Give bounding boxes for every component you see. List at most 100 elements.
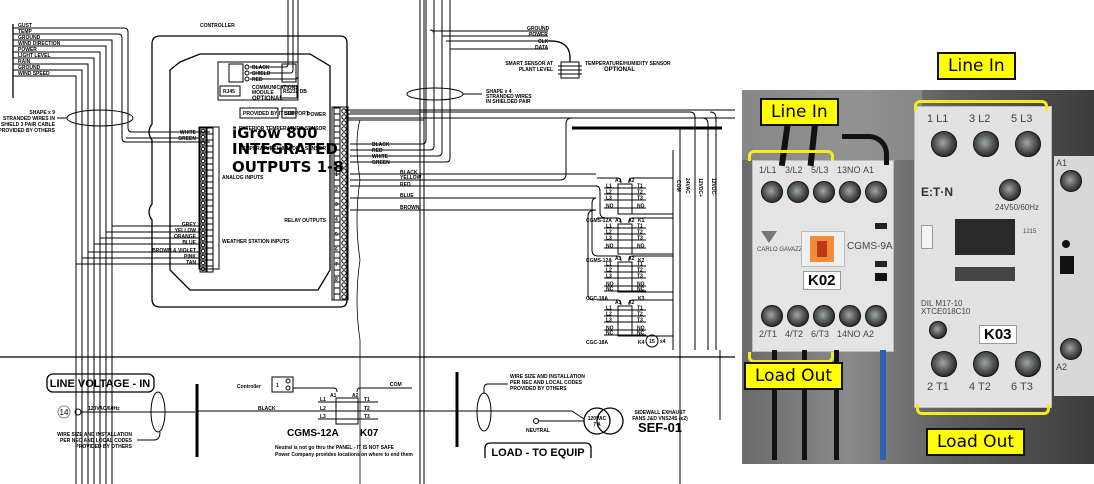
com-label: COM <box>390 382 402 388</box>
terminal-screw <box>341 240 347 246</box>
terminal-screw <box>341 150 347 156</box>
aux-terminal: NO <box>637 244 645 250</box>
k02-top-terminal-label: 13NO <box>837 165 861 175</box>
terminal <box>333 269 341 277</box>
contactor-body <box>617 305 633 337</box>
terminal-screw <box>200 248 206 254</box>
terminal-screw <box>761 181 783 203</box>
power-label: POWER <box>307 112 326 118</box>
terminal-screw <box>341 132 347 138</box>
terminal-screw <box>341 180 347 186</box>
note-15-suffix: x4 <box>660 339 666 345</box>
neutral-note: Power Company provides locations on wher… <box>275 452 413 458</box>
relay-number: 1 <box>335 172 338 178</box>
note-14: 14 <box>60 408 69 417</box>
k02-model: CGMS-9A <box>847 241 893 252</box>
terminal-screw <box>200 254 206 260</box>
terminal-screw <box>973 351 999 377</box>
load-terminal: T3 <box>637 236 643 242</box>
aux-terminal: NC <box>637 331 645 337</box>
k03-top-terminal-label: 5 L3 <box>1011 113 1033 125</box>
comm-wire-label: SHIELD <box>252 71 271 77</box>
terminal-screw <box>200 212 206 218</box>
aux-terminal: NO <box>606 326 614 332</box>
aux-terminal: NO <box>606 282 614 288</box>
terminal <box>206 259 214 267</box>
k07-contactor: Controller 1 COM A1 A2 L1 L2 L3 T1 T2 T3… <box>198 376 460 458</box>
terminal-screw <box>200 236 206 242</box>
terminal-screw <box>865 305 887 327</box>
wire-label: CLK <box>538 39 549 45</box>
relay-number: 5 <box>335 232 338 238</box>
terminal-screw <box>200 230 206 236</box>
contactor-tag: K1 <box>638 218 645 224</box>
comm-wire-label: BLACK <box>252 65 270 71</box>
motor-current: 7 A <box>593 422 601 428</box>
rs232-port: RS232 DB <box>283 89 307 95</box>
terminal-screw <box>341 138 347 144</box>
terminal-screw <box>341 204 347 210</box>
aux-terminal: NC <box>637 287 645 293</box>
controller-terminal-label: Controller <box>237 384 261 390</box>
relay-number: 3 <box>335 202 338 208</box>
terminal-screw <box>200 164 206 170</box>
load-terminal: T3 <box>364 414 370 420</box>
wire-label: BLUE <box>400 193 414 199</box>
wire-label: BROWN <box>400 205 420 211</box>
weather-wire-label: YELLOW <box>175 228 197 234</box>
bus-label: 24VAC <box>684 178 690 194</box>
terminal-screw <box>341 144 347 150</box>
terminal-screw <box>1015 351 1041 377</box>
terminal-screw <box>787 305 809 327</box>
contactor-tag: K4 <box>638 340 645 346</box>
line-terminal: L3 <box>606 196 612 202</box>
terminal-screw <box>341 192 347 198</box>
terminal <box>206 139 214 147</box>
terminal-screw <box>341 288 347 294</box>
terminal <box>206 169 214 177</box>
line-voltage-in-label: LINE VOLTAGE - IN <box>50 378 150 390</box>
coil-screw <box>999 179 1021 201</box>
controller-outputs: OUTPUTS 1-8 <box>232 158 344 176</box>
controller-title: iGrow 800 <box>232 124 318 142</box>
k03-top-terminal-label: 3 L2 <box>969 113 991 125</box>
terminal <box>333 119 341 127</box>
aux-module: A1 A2 <box>1054 156 1094 396</box>
terminal-screw <box>341 156 347 162</box>
terminal-screw <box>200 206 206 212</box>
relay-number: 4 <box>335 217 338 223</box>
terminal-screw <box>931 131 957 157</box>
terminal <box>333 293 341 301</box>
note-15-number: 15 <box>649 339 655 345</box>
load-out-brace-left <box>748 352 834 363</box>
terminal-screw <box>200 260 206 266</box>
weather-wire-label: GREY <box>182 222 197 228</box>
contactor-tag: K2 <box>638 258 645 264</box>
terminal-screw <box>341 258 347 264</box>
k02-actuator <box>801 231 845 267</box>
weather-wire-label: BLUE <box>182 240 196 246</box>
terminal <box>333 131 341 139</box>
terminal <box>206 163 214 171</box>
line-terminal: L3 <box>606 236 612 242</box>
terminal <box>206 199 214 207</box>
load-to-equip-label: LOAD - TO EQUIP <box>491 447 584 459</box>
weather-wire-label: TAN <box>186 260 196 266</box>
aux-terminal: NO <box>637 282 645 288</box>
temp-humidity-sensor-icon <box>558 61 582 79</box>
terminal-screw <box>200 152 206 158</box>
coil-terminal: A1 <box>615 256 622 262</box>
sensor-wires: BLACK RED WHITE GREEN <box>350 0 451 166</box>
k07-tag: K07 <box>360 428 379 439</box>
wire-label: DATA <box>535 45 549 51</box>
a2-screw <box>1060 338 1082 360</box>
wire-label: GROUND <box>18 65 41 71</box>
contactor-body <box>617 183 633 215</box>
note-15: 15 x4 <box>645 334 666 348</box>
aux-terminal: NO <box>606 204 614 210</box>
motor-voltage: 120VAC <box>588 416 607 422</box>
